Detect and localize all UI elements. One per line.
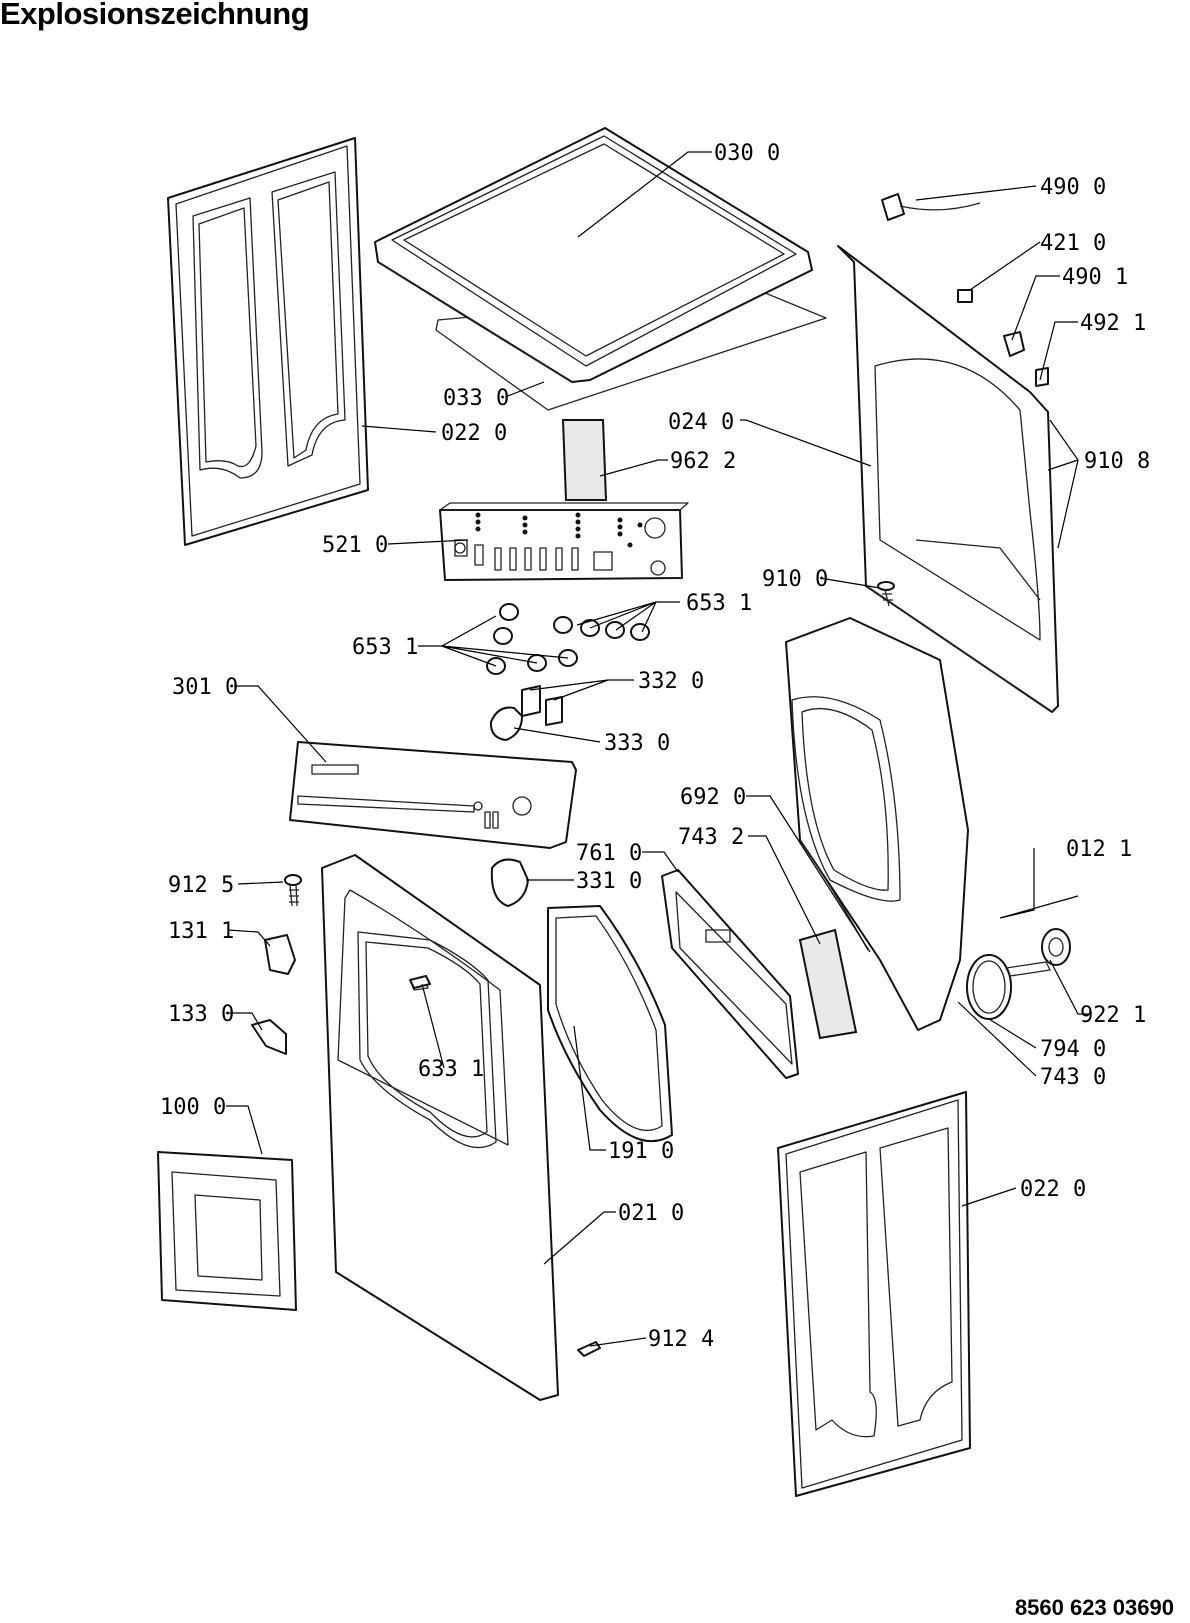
callout-3310: 331 0 — [576, 869, 642, 894]
switch-buttons — [489, 685, 563, 741]
lint-filter — [661, 869, 799, 1079]
insulation-sheet — [798, 928, 858, 1040]
callout-1910: 191 0 — [608, 1139, 674, 1164]
screw-6331 — [409, 975, 431, 989]
door-gasket — [547, 905, 673, 1143]
callout-6920: 692 0 — [680, 785, 746, 810]
front-panel — [321, 854, 559, 1401]
callout-0121: 012 1 — [1066, 837, 1132, 862]
leader-lines — [226, 151, 1090, 1347]
callout-4901: 490 1 — [1062, 265, 1128, 290]
callout-4921: 492 1 — [1080, 311, 1146, 336]
back-panel — [837, 245, 1059, 713]
part-4210 — [957, 289, 973, 303]
callout-0330: 033 0 — [443, 386, 509, 411]
top-cover — [374, 127, 827, 411]
callout-3010: 301 0 — [172, 675, 238, 700]
callout-7610: 761 0 — [576, 841, 642, 866]
label-sheet-9622 — [561, 419, 608, 501]
left-side-panel — [167, 137, 369, 546]
callout-6531-left: 653 1 — [352, 635, 418, 660]
callout-5210: 521 0 — [322, 533, 388, 558]
control-panel-fascia — [289, 741, 577, 849]
power-cord — [881, 193, 905, 221]
callout-0300: 030 0 — [714, 141, 780, 166]
callout-6331: 633 1 — [418, 1057, 484, 1082]
callout-1000: 100 0 — [160, 1095, 226, 1120]
callout-labels: 030 0 490 0 421 0 490 1 492 1 033 0 022 … — [160, 141, 1150, 1352]
callout-7940: 794 0 — [1040, 1037, 1106, 1062]
program-knob — [490, 858, 529, 907]
document-number: 8560 623 03690 — [1014, 1595, 1174, 1620]
plinth-cover — [157, 1151, 297, 1311]
page-title: Explosionszeichnung — [0, 0, 310, 31]
callout-9124: 912 4 — [648, 1327, 714, 1352]
screw-9100 — [877, 581, 895, 607]
callout-0220-right: 022 0 — [1020, 1177, 1086, 1202]
callout-3330: 333 0 — [604, 731, 670, 756]
callout-9125: 912 5 — [168, 873, 234, 898]
drum-rear-parts — [966, 928, 1071, 1020]
callout-0210: 021 0 — [618, 1201, 684, 1226]
hinge-parts — [251, 934, 296, 1055]
callout-9100: 910 0 — [762, 567, 828, 592]
callout-9108: 910 8 — [1084, 449, 1150, 474]
callout-4900: 490 0 — [1040, 175, 1106, 200]
control-pcb — [439, 502, 689, 581]
callout-6531-right: 653 1 — [686, 591, 752, 616]
callout-3320: 332 0 — [638, 669, 704, 694]
callout-0220-left: 022 0 — [441, 421, 507, 446]
callout-1311: 131 1 — [168, 919, 234, 944]
callout-9622: 962 2 — [670, 449, 736, 474]
screw-9124 — [577, 1341, 601, 1357]
callout-7432: 743 2 — [678, 825, 744, 850]
right-side-panel — [777, 1091, 971, 1497]
callout-4210: 421 0 — [1040, 231, 1106, 256]
part-4921 — [1035, 367, 1049, 387]
callout-9221: 922 1 — [1080, 1003, 1146, 1028]
screw-9125 — [284, 874, 302, 907]
callout-0240: 024 0 — [668, 410, 734, 435]
callout-1330: 133 0 — [168, 1002, 234, 1027]
callout-7430: 743 0 — [1040, 1065, 1106, 1090]
